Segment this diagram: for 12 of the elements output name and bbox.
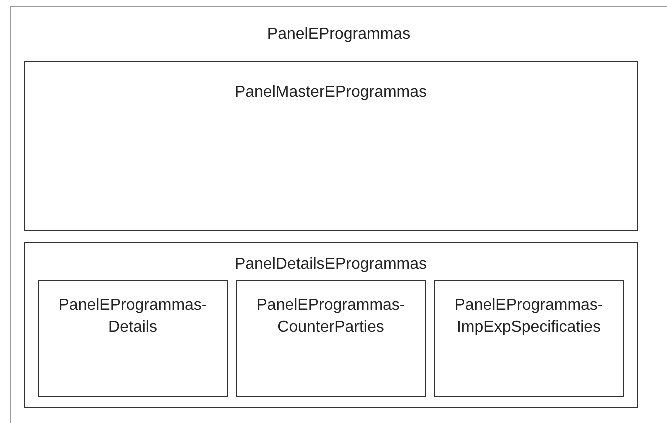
panel-box xyxy=(10,6,667,423)
panel-title: PanelEProgrammas-Details xyxy=(58,296,208,338)
panel-title: PanelMasterEProgrammas xyxy=(234,83,428,103)
panel-box xyxy=(236,280,426,397)
panel-title: PanelEProgrammas-ImpExpSpecificaties xyxy=(454,296,604,338)
panel-title: PanelEProgrammas xyxy=(267,25,411,45)
panel-box xyxy=(38,280,228,397)
panel-box xyxy=(24,242,638,408)
panel-box xyxy=(24,61,638,231)
panel-title: PanelDetailsEProgrammas xyxy=(234,255,428,275)
panel-title: PanelEProgrammas-CounterParties xyxy=(256,296,406,338)
panel-box xyxy=(434,280,624,397)
